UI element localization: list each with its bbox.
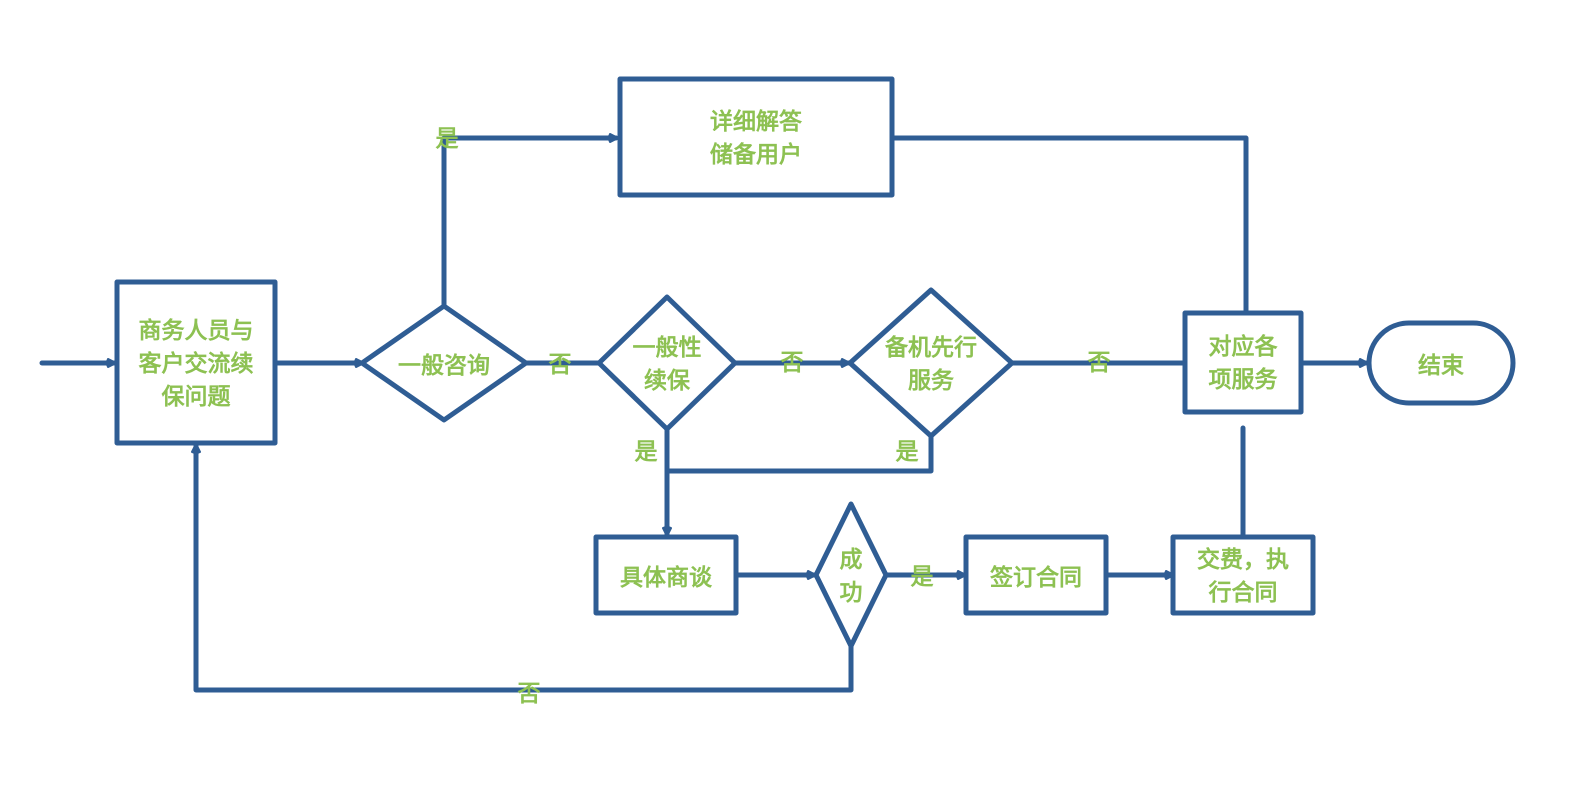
detailed-answer-box xyxy=(617,76,895,198)
detailed-answer-label-line-2: 储备用户 xyxy=(710,141,802,168)
services-label-line-1: 对应各 xyxy=(1209,333,1279,360)
success-label-line-2: 功 xyxy=(840,580,863,606)
backup-first-label-line-1: 备机先行 xyxy=(884,334,977,361)
sign-contract-label: 签订合同 xyxy=(989,564,1082,591)
general-renewal-diamond xyxy=(596,294,738,432)
success-no-label: 否 xyxy=(517,681,541,707)
pay-execute-label-line-2: 行合同 xyxy=(1208,579,1278,606)
general-renewal-label-line-2: 续保 xyxy=(644,367,691,394)
communicate-label-line-3: 保问题 xyxy=(161,383,231,410)
backup-no-label: 否 xyxy=(1087,350,1111,376)
general-inquiry-diamond xyxy=(359,303,529,423)
services-box xyxy=(1182,310,1304,415)
backup-first-label-line-2: 服务 xyxy=(908,368,955,394)
services-label-line-2: 项服务 xyxy=(1209,367,1279,393)
sign-contract-box xyxy=(963,534,1109,616)
communicate-label-line-2: 客户交流续 xyxy=(139,350,254,377)
general-renewal-label-line-1: 一般性 xyxy=(633,334,702,361)
pay-execute-label-line-1: 交费，执 xyxy=(1197,546,1289,573)
communicate-box xyxy=(114,279,278,446)
end-terminal xyxy=(1366,320,1516,406)
edge-answer-to-services xyxy=(890,135,1249,315)
backup-first-diamond xyxy=(847,287,1015,439)
edge-inquiry-yes xyxy=(441,138,619,308)
backup-yes-label: 是 xyxy=(896,439,919,465)
edge-backup-yes xyxy=(664,434,934,474)
inquiry-yes-label: 是 xyxy=(436,126,459,152)
pay-execute-box xyxy=(1170,534,1316,616)
inquiry-no-label: 否 xyxy=(548,352,572,378)
success-yes-label: 是 xyxy=(911,564,934,590)
success-diamond xyxy=(813,501,889,649)
end-label: 结束 xyxy=(1418,353,1465,379)
renewal-yes-label: 是 xyxy=(635,439,658,465)
edge-success-no xyxy=(196,443,854,693)
negotiation-label: 具体商谈 xyxy=(620,564,713,591)
communicate-label-line-1: 商务人员与 xyxy=(139,317,254,344)
renewal-no-label: 否 xyxy=(780,350,804,376)
success-label-line-1: 成 xyxy=(840,547,863,573)
general-inquiry-label: 一般咨询 xyxy=(398,352,490,379)
negotiation-box xyxy=(593,534,739,616)
detailed-answer-label-line-1: 详细解答 xyxy=(710,108,803,135)
